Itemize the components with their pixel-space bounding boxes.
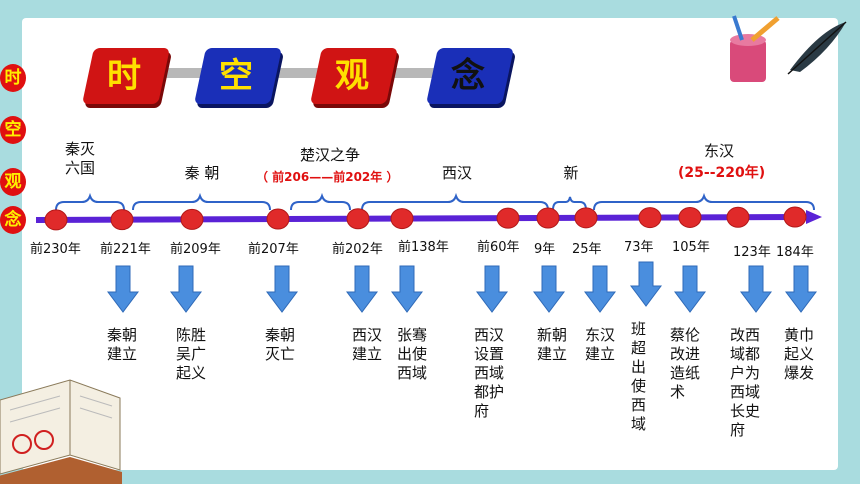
timeline-dot xyxy=(44,209,68,231)
side-char-3: 观 xyxy=(0,168,26,196)
period-xihan: 西汉 xyxy=(441,164,472,182)
title-char-3: 观 xyxy=(335,56,369,96)
feather-quill-icon xyxy=(787,21,847,75)
down-arrow-icon xyxy=(107,265,139,313)
timeline-dot xyxy=(678,206,702,228)
date-label: 前230年 xyxy=(30,242,81,257)
timeline-dot xyxy=(346,208,370,230)
down-arrow-icon xyxy=(533,265,565,313)
period-chuhan-dates: （ 前206——前202年 ） xyxy=(256,170,399,184)
pen-holder-icon xyxy=(730,15,780,82)
title-char-1: 时 xyxy=(107,56,141,96)
timeline-dot xyxy=(638,207,662,229)
brace-xin xyxy=(552,196,587,211)
event-label: 班 超 出 使 西 域 xyxy=(631,320,647,433)
date-label: 前209年 xyxy=(170,242,221,257)
down-arrow-icon xyxy=(391,265,423,313)
side-char-4: 念 xyxy=(0,206,26,234)
timeline-dot xyxy=(496,207,520,229)
timeline-dot xyxy=(726,206,750,228)
date-label: 9年 xyxy=(534,242,556,257)
date-label: 25年 xyxy=(572,242,602,257)
brace-xihan xyxy=(361,192,549,211)
period-donghan: 东汉 xyxy=(703,142,734,160)
date-label: 73年 xyxy=(624,240,654,255)
date-label: 105年 xyxy=(672,240,710,255)
down-arrow-icon xyxy=(630,261,662,307)
date-label: 前138年 xyxy=(398,240,449,255)
event-arrows xyxy=(107,261,817,313)
date-label: 前202年 xyxy=(332,242,383,257)
timeline-arrowhead xyxy=(806,210,822,224)
date-label: 前221年 xyxy=(100,242,151,257)
timeline-dot xyxy=(390,208,414,230)
event-label: 秦朝 建立 xyxy=(107,326,138,363)
timeline-dots xyxy=(44,206,807,231)
date-label: 184年 xyxy=(776,245,814,260)
period-qin: 秦 朝 xyxy=(184,164,220,182)
down-arrow-icon xyxy=(346,265,378,313)
open-book-icon xyxy=(0,379,122,484)
date-label: 前207年 xyxy=(248,242,299,257)
timeline-dot xyxy=(574,207,598,229)
brace-qin-unify xyxy=(55,192,125,211)
period-xin: 新 xyxy=(563,164,579,182)
event-label: 西汉 建立 xyxy=(352,326,383,363)
down-arrow-icon xyxy=(785,265,817,313)
period-qin-unify: 秦灭 六国 xyxy=(64,140,95,177)
down-arrow-icon xyxy=(170,265,202,313)
event-label: 西汉 设置 西域 都护 府 xyxy=(474,326,505,420)
title-char-4: 念 xyxy=(451,56,485,96)
date-label: 前60年 xyxy=(477,240,520,255)
down-arrow-icon xyxy=(740,265,772,313)
down-arrow-icon xyxy=(674,265,706,313)
timeline-dot xyxy=(783,206,807,228)
down-arrow-icon xyxy=(584,265,616,313)
event-label: 改西 域都 户为 西域 长史 府 xyxy=(730,326,761,439)
event-label: 东汉 建立 xyxy=(585,326,616,363)
side-char-1: 时 xyxy=(0,64,26,92)
date-label: 123年 xyxy=(733,245,771,260)
title-char-2: 空 xyxy=(219,56,253,96)
event-label: 秦朝 灭亡 xyxy=(265,326,296,363)
side-char-2: 空 xyxy=(0,116,26,144)
event-label: 黄巾 起义 爆发 xyxy=(784,326,815,382)
down-arrow-icon xyxy=(476,265,508,313)
period-donghan-dates: (25--220年) xyxy=(678,165,766,181)
down-arrow-icon xyxy=(266,265,298,313)
event-label: 蔡伦 改进 造纸 术 xyxy=(670,326,701,401)
event-label: 陈胜 吴广 起义 xyxy=(176,326,207,382)
period-braces xyxy=(55,192,815,211)
event-label: 新朝 建立 xyxy=(537,326,568,363)
timeline-dot xyxy=(180,208,204,230)
period-chuhan: 楚汉之争 xyxy=(299,146,360,164)
timeline-dot xyxy=(536,207,560,229)
timeline-dot xyxy=(110,209,134,231)
brace-qin xyxy=(132,192,271,211)
timeline-dot xyxy=(266,208,290,230)
event-label: 张骞 出使 西域 xyxy=(397,326,428,382)
brace-chuhan xyxy=(290,192,351,211)
brace-donghan xyxy=(593,192,815,211)
